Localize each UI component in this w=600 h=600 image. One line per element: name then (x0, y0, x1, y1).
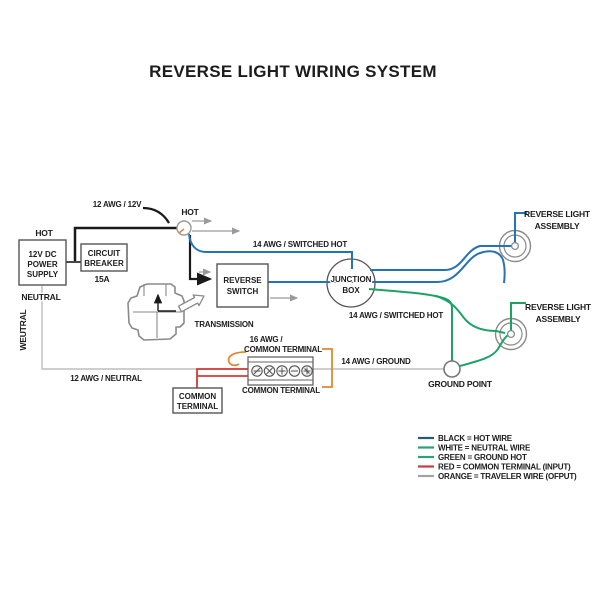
label-neutral: NEUTRAL (21, 292, 60, 302)
hot-node-orange-tick (178, 228, 185, 234)
junction-box-label: JUNCTION (331, 275, 372, 284)
assembly-bottom-terminal-dot (506, 329, 516, 339)
ground-point-label: GROUND POINT (428, 379, 493, 389)
legend: BLACK = HOT WIRE WHITE = NEUTRAL WIRE GR… (418, 434, 577, 481)
power-supply-label: 12V DC (28, 250, 56, 259)
assembly-top-terminal-dot (510, 241, 520, 251)
page-title: REVERSE LIGHT WIRING SYSTEM (149, 62, 437, 81)
label-12awg-neutral: 12 AWG / NEUTRAL (70, 374, 142, 383)
wire-hot-black (66, 206, 213, 286)
wire-ground-green (368, 288, 526, 367)
legend-label: RED = COMMON TERMINAL (INPUT) (438, 463, 571, 472)
svg-text:SUPPLY: SUPPLY (27, 270, 59, 279)
flow-arrows (192, 217, 299, 302)
label-switched-hot-bottom: 14 AWG / SWITCHED HOT (349, 311, 443, 320)
terminal-strip (247, 356, 314, 386)
legend-item: BLACK = HOT WIRE (418, 434, 513, 443)
common-terminal-box-label: COMMON (179, 392, 217, 401)
reverse-light-top-label: REVERSE LIGHT (524, 209, 591, 219)
circuit-breaker-label: CIRCUIT (88, 249, 121, 258)
wire-switched-hot-blue (188, 212, 527, 284)
wire-traveler-orange (227, 348, 333, 388)
reverse-light-bottom-label: REVERSE LIGHT (525, 302, 592, 312)
transmission-label: TRANSMISSION (195, 320, 254, 329)
svg-text:POWER: POWER (27, 260, 57, 269)
circuit-breaker-box (80, 243, 128, 272)
wire-common-red (196, 368, 248, 388)
reverse-switch-box (216, 263, 269, 308)
label-breaker-rating: 15A (95, 274, 110, 284)
reverse-switch-label: REVERSE (223, 276, 262, 285)
hot-node (176, 220, 192, 236)
label-switched-hot-top: 14 AWG / SWITCHED HOT (253, 240, 347, 249)
svg-text:TERMINAL: TERMINAL (177, 402, 218, 411)
legend-item: GREEN = GROUND HOT (418, 453, 527, 462)
legend-label: BLACK = HOT WIRE (438, 434, 513, 443)
transmission-drawing (127, 283, 205, 341)
label-hot-supply: HOT (35, 228, 53, 238)
svg-text:BREAKER: BREAKER (84, 259, 124, 268)
power-supply-box (18, 239, 67, 286)
ground-point-marker (443, 360, 461, 378)
legend-item: ORANGE = TRAVELER WIRE (OFPUT) (418, 472, 577, 481)
legend-item: RED = COMMON TERMINAL (INPUT) (418, 463, 571, 472)
label-12awg-12v: 12 AWG / 12V (93, 200, 142, 209)
svg-text:COMMON TERMINAL: COMMON TERMINAL (244, 345, 322, 354)
label-neutral-vertical: WEUTRAL (18, 309, 28, 350)
legend-label: WHITE = NEUTRAL WIRE (438, 444, 531, 453)
legend-label: ORANGE = TRAVELER WIRE (OFPUT) (438, 472, 577, 481)
svg-text:ASSEMBLY: ASSEMBLY (535, 221, 580, 231)
common-terminal-box (172, 387, 223, 414)
svg-text:BOX: BOX (342, 286, 360, 295)
legend-item: WHITE = NEUTRAL WIRE (418, 444, 531, 453)
svg-text:SWITCH: SWITCH (227, 287, 259, 296)
hollow-arrow-icon (177, 294, 205, 313)
label-common-terminal: COMMON TERMINAL (242, 386, 320, 395)
label-14awg-ground: 14 AWG / GROUND (341, 357, 411, 366)
legend-label: GREEN = GROUND HOT (438, 453, 527, 462)
label-16awg: 16 AWG / (250, 335, 284, 344)
svg-text:ASSEMBLY: ASSEMBLY (536, 314, 581, 324)
label-hot-node: HOT (181, 207, 199, 217)
